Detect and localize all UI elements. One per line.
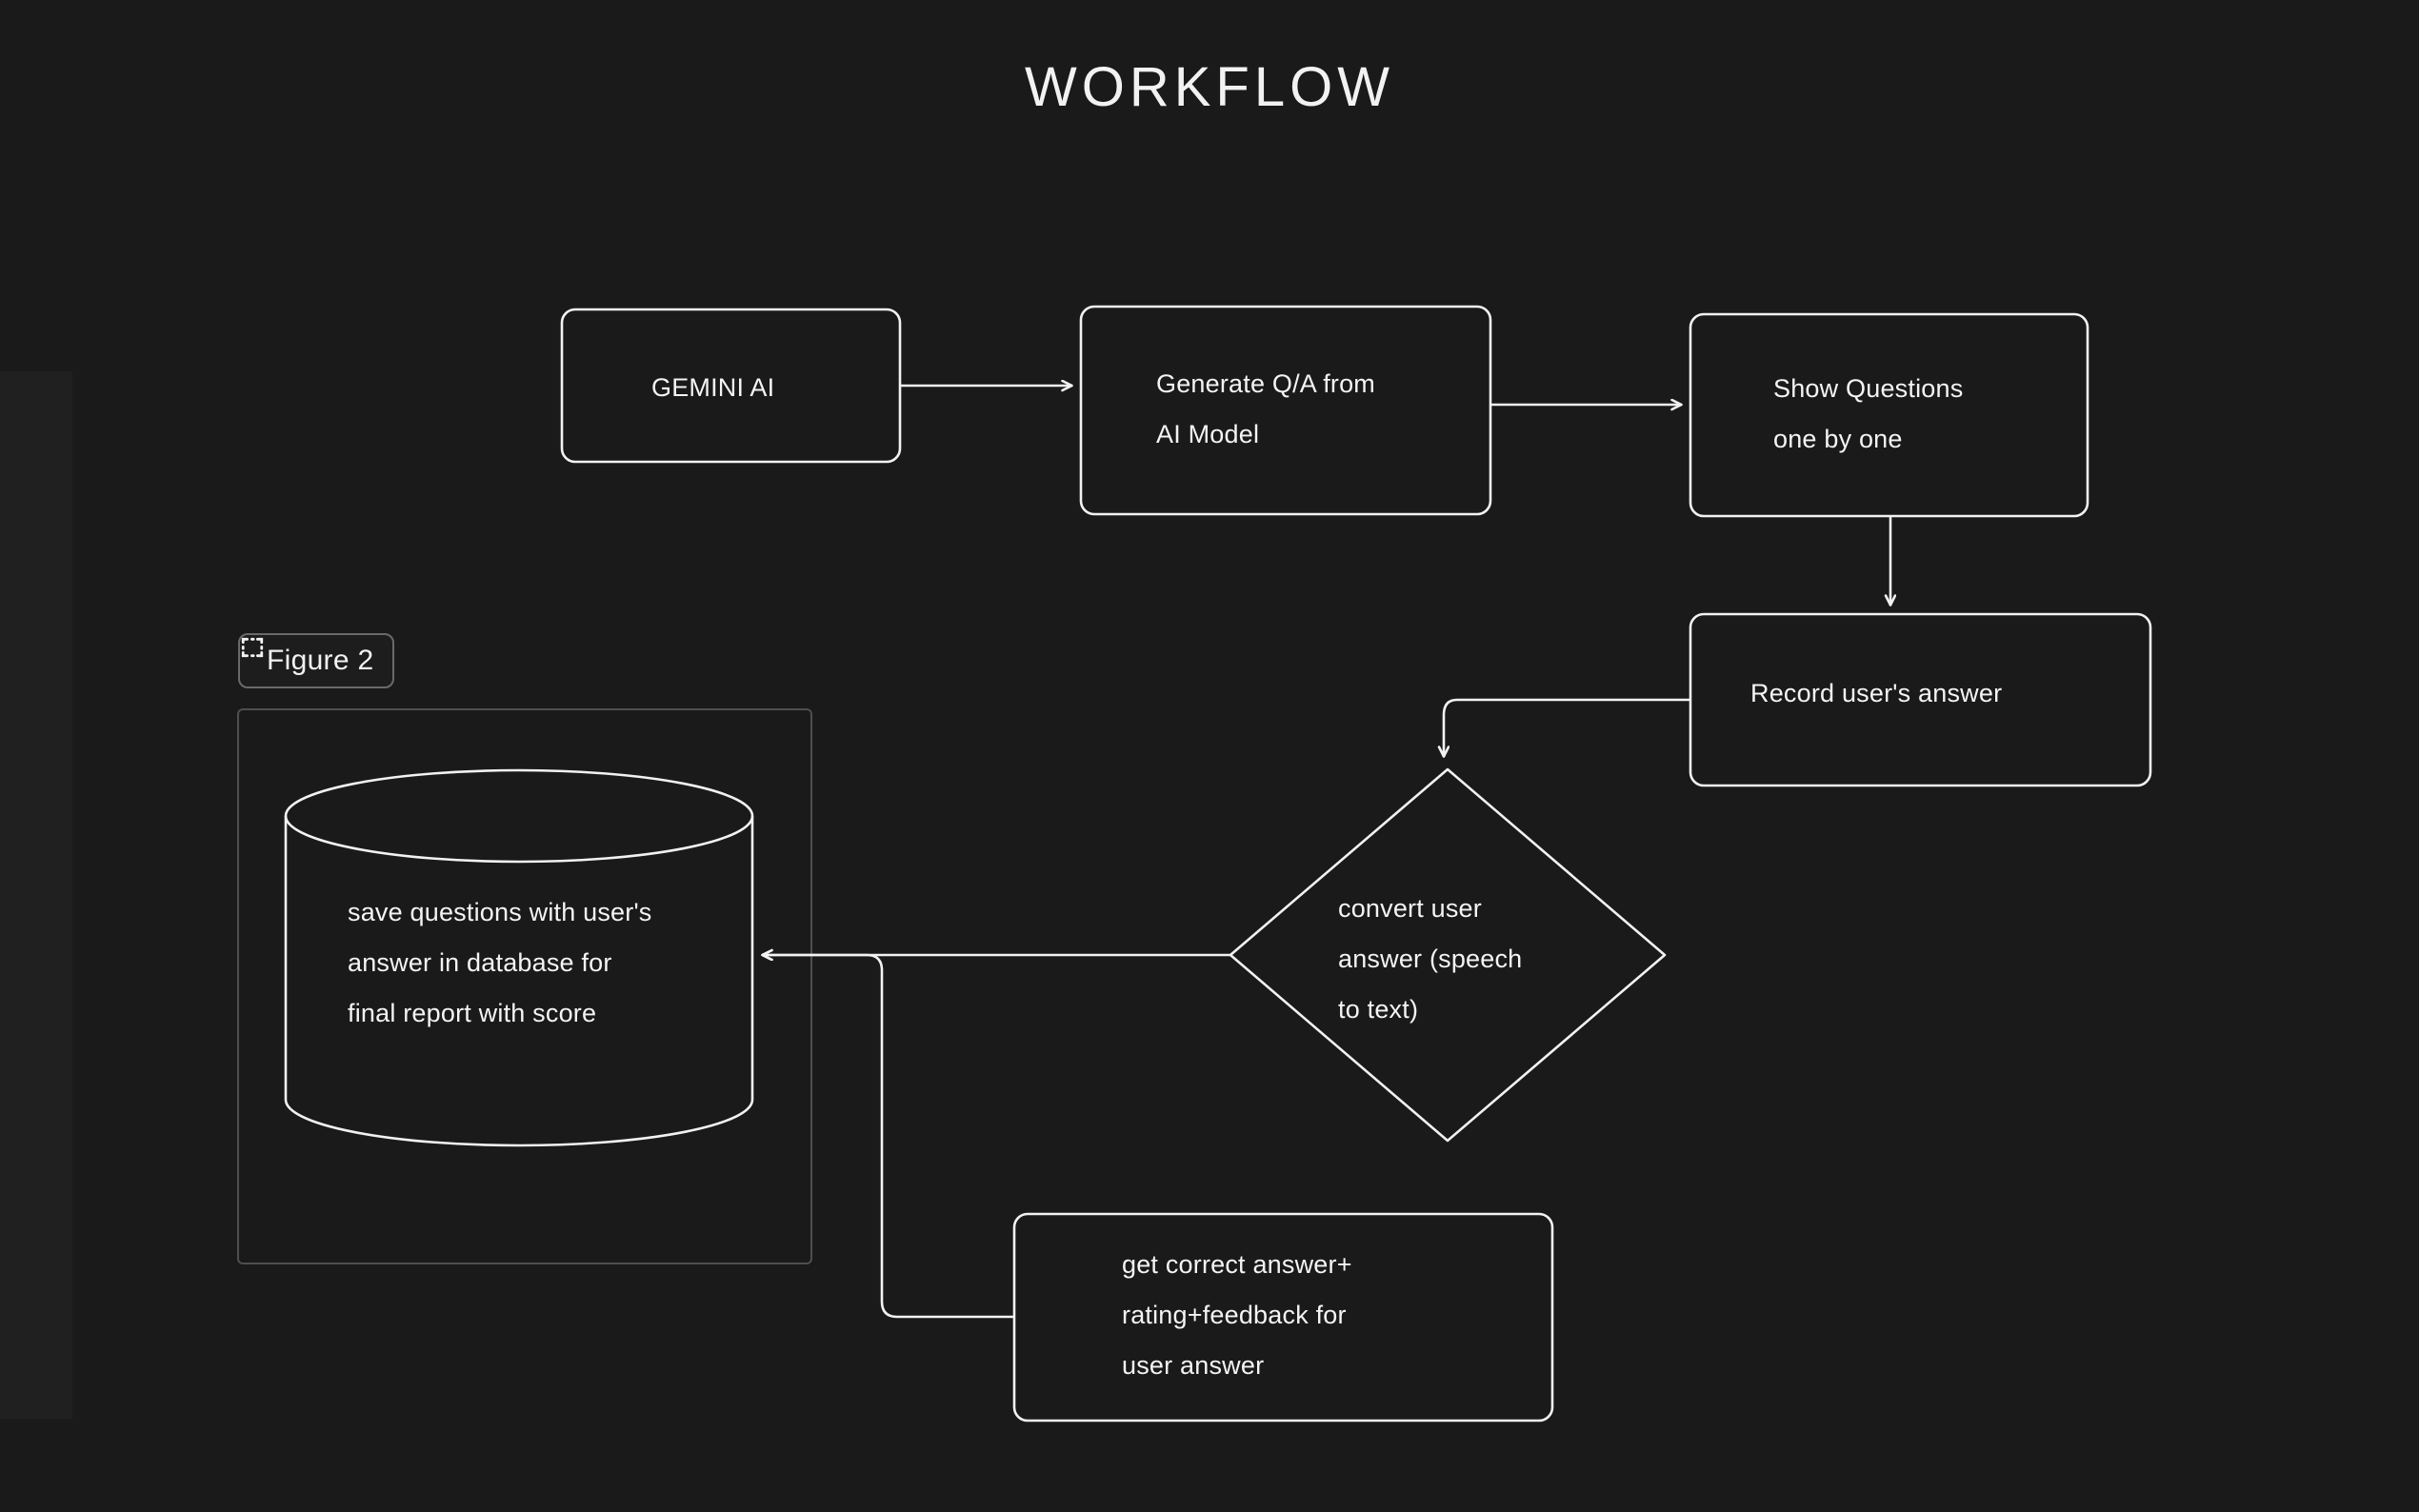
figure-selection-region[interactable]	[237, 708, 812, 1264]
node-show-questions-shape[interactable]	[1689, 312, 2089, 518]
node-database-label: save questions with user's answer in dat…	[348, 898, 652, 1027]
node-record-answer-label: Record user's answer	[1750, 679, 2003, 707]
edge-record-to-convert	[1444, 698, 1690, 757]
node-show-questions-label: Show Questions one by one	[1773, 374, 1964, 453]
figure-badge[interactable]: Figure 2	[238, 633, 395, 688]
edge-feedback-to-database	[762, 955, 1014, 1319]
node-feedback-label: get correct answer+ rating+feedback for …	[1122, 1250, 1352, 1380]
node-convert-label: convert user answer (speech to text)	[1338, 894, 1523, 1024]
node-database-shape[interactable]	[284, 768, 754, 1147]
page-title: WORKFLOW	[1025, 56, 1394, 118]
figure-badge-label: Figure 2	[267, 645, 374, 676]
node-gemini-label: GEMINI AI	[651, 373, 775, 402]
node-convert-shape[interactable]	[1229, 767, 1667, 1143]
node-generate-label: Generate Q/A from AI Model	[1156, 369, 1375, 448]
node-generate-shape[interactable]	[1079, 305, 1492, 516]
